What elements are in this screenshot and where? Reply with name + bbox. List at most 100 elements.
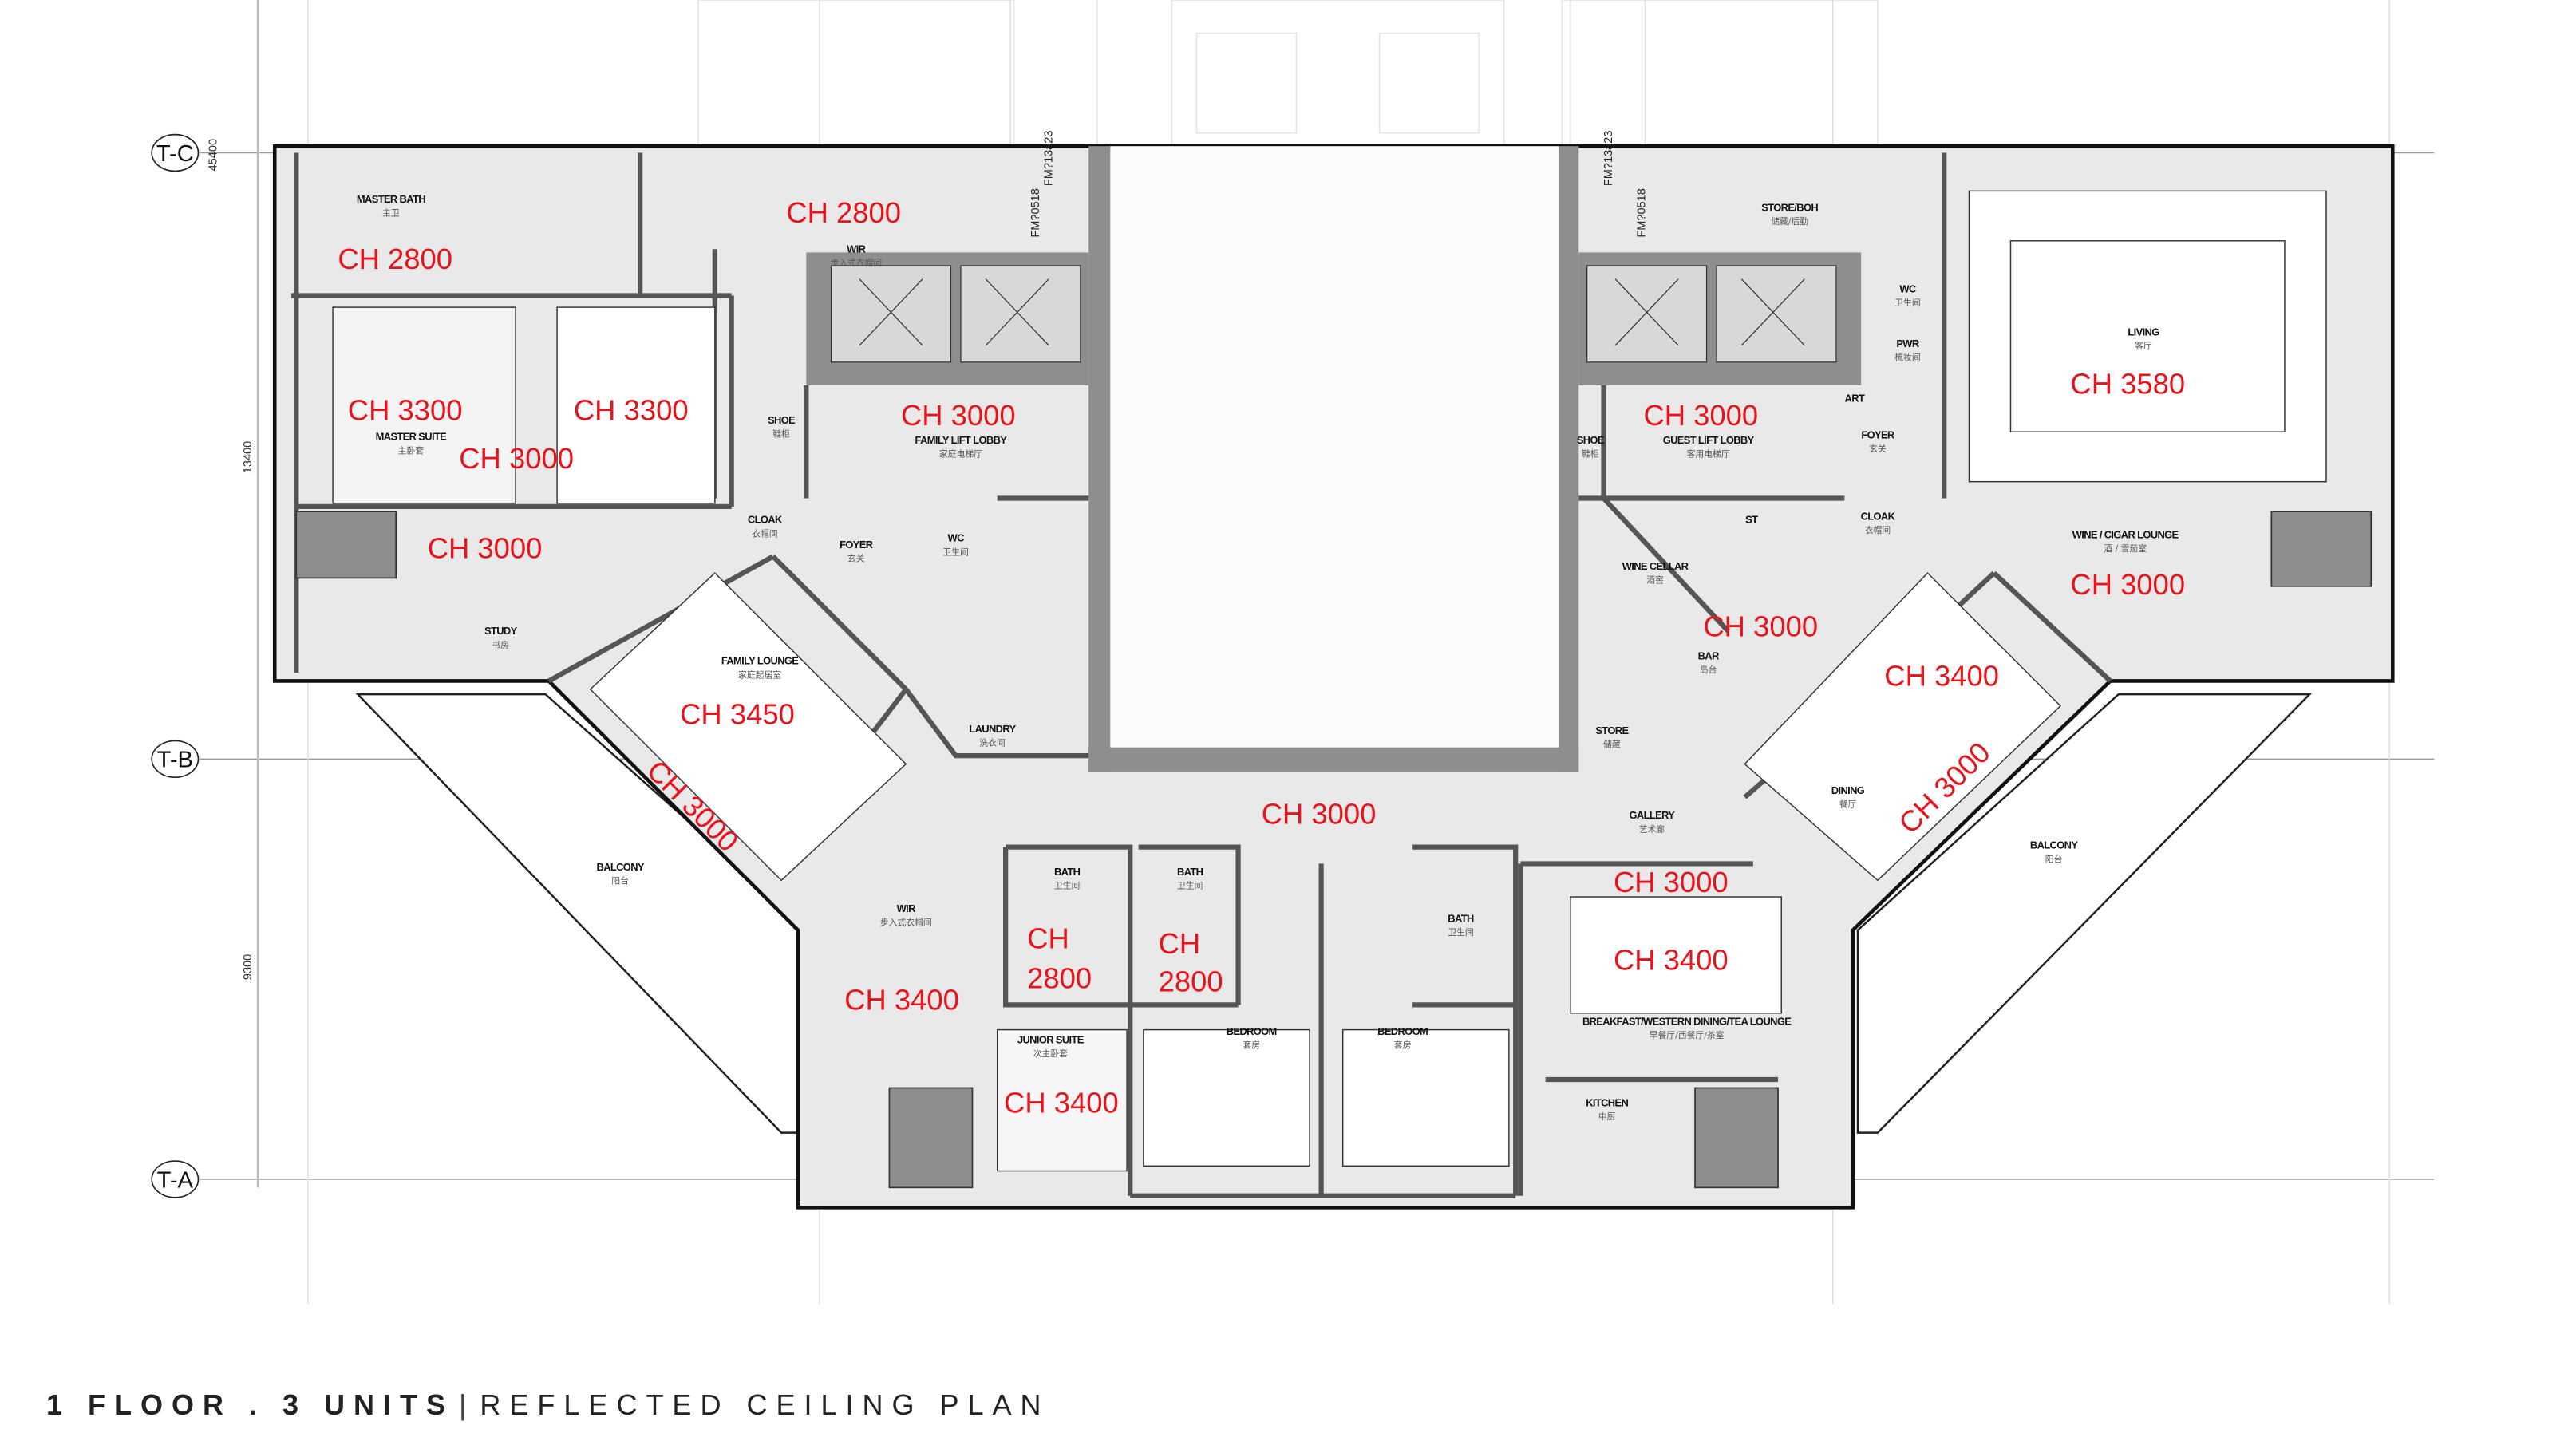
ceiling-height-label: CH 3000 — [459, 442, 574, 475]
room-name-cn: 岛台 — [1700, 664, 1717, 675]
room-name: LIVING — [2128, 326, 2159, 338]
room-name: STORE/BOH — [1761, 201, 1818, 213]
drawing-title: 1 FLOOR . 3 UNITS|REFLECTED CEILING PLAN — [46, 1388, 1050, 1422]
room-name: STUDY — [484, 625, 518, 637]
title-main: 1 FLOOR . 3 UNITS — [46, 1388, 455, 1421]
room-name: WINE CELLAR — [1622, 560, 1689, 572]
room-name: WINE / CIGAR LOUNGE — [2072, 528, 2179, 540]
room-name: PWR — [1896, 338, 1920, 349]
room-name: BALCONY — [597, 861, 645, 873]
ceiling-height-label: CH 3400 — [1004, 1087, 1119, 1119]
room-name-cn: 鞋柜 — [772, 428, 790, 439]
room-name: ART — [1845, 393, 1865, 405]
ceiling-height-label: CH 3000 — [901, 399, 1016, 432]
title-subtitle: REFLECTED CEILING PLAN — [480, 1388, 1050, 1421]
room-name: JUNIOR SUITE — [1017, 1033, 1085, 1045]
room-name-cn: 艺术廊 — [1639, 823, 1665, 835]
ceiling-height-label: CH 3000 — [1614, 866, 1729, 898]
room-name-cn: 客厅 — [2135, 340, 2152, 351]
room-name-cn: 卫生间 — [1448, 926, 1473, 938]
room-name-cn: 衣帽间 — [1865, 524, 1891, 535]
axis-label-t-b: T-B — [157, 748, 193, 773]
room-name-cn: 玄关 — [1869, 443, 1887, 454]
room-name-cn: 阳台 — [611, 875, 629, 886]
ceiling-coffers — [332, 190, 2327, 1172]
central-void — [1110, 146, 1559, 748]
ceiling-height-label: CH 3000 — [1262, 797, 1377, 830]
room-name: WIR — [847, 243, 866, 255]
room-name: BATH — [1177, 866, 1203, 878]
room-name: MASTER BATH — [357, 193, 425, 205]
room-name-cn: 早餐厅/西餐厅/茶室 — [1650, 1029, 1725, 1040]
axis-label-t-c: T-C — [156, 141, 194, 167]
room-name: KITCHEN — [1586, 1096, 1628, 1108]
room-name: ST — [1745, 514, 1758, 526]
fm-tags: FM?0518 FM?13a23 FM?0518 FM?13a23 — [1029, 131, 1649, 238]
elevators — [830, 265, 1837, 363]
room-name: SHOE — [768, 414, 796, 426]
room-name-cn: 酒 / 雪茄室 — [2104, 543, 2147, 554]
room-name-cn: 次主卧套 — [1033, 1048, 1068, 1059]
room-name-cn: 步入式衣帽间 — [880, 916, 932, 927]
room-name: CLOAK — [748, 514, 783, 526]
room-name-cn: 卫生间 — [1177, 880, 1203, 891]
room-name: BREAKFAST/WESTERN DINING/TEA LOUNGE — [1582, 1015, 1792, 1027]
room-name: BALCONY — [2030, 839, 2078, 851]
room-name: STORE — [1595, 724, 1629, 736]
ceiling-height-label: CH 3400 — [1614, 944, 1729, 977]
room-name-cn: 衣帽间 — [752, 527, 777, 539]
ceiling-height-label: CH 3000 — [1643, 399, 1758, 432]
room-name-cn: 酒窖 — [1646, 574, 1664, 586]
room-name-cn: 阳台 — [2045, 853, 2063, 864]
room-name: MASTER SUITE — [376, 431, 448, 443]
room-name-cn: 家庭起居室 — [738, 669, 781, 680]
ceiling-height-label: CH 3450 — [680, 698, 795, 731]
room-name-cn: 主卧套 — [398, 445, 425, 456]
room-name: BEDROOM — [1377, 1025, 1428, 1037]
title-separator: | — [459, 1388, 476, 1421]
grid-axis-bubbles: T-C T-B T-A — [151, 133, 200, 1198]
fm-tag: FM?0518 — [1029, 188, 1042, 238]
room-name-cn: 中厨 — [1598, 1111, 1616, 1122]
room-name: GALLERY — [1629, 809, 1675, 821]
room-name-cn: 步入式衣帽间 — [830, 257, 882, 268]
room-name: BATH — [1054, 866, 1081, 878]
ceiling-height-label: CH 2800 — [338, 243, 452, 275]
ceiling-height-label: CH 3300 — [348, 394, 463, 427]
room-name: BAR — [1698, 649, 1720, 661]
room-name: WC — [948, 532, 965, 544]
room-name-cn: 书房 — [492, 640, 509, 650]
ceiling-height-label: CH 3000 — [2070, 568, 2185, 601]
fm-tag: FM?13a23 — [1602, 131, 1615, 187]
room-name: FOYER — [1861, 429, 1895, 441]
room-name-cn: 套房 — [1394, 1040, 1412, 1050]
ceiling-height-label: CH 3580 — [2070, 367, 2185, 400]
room-name: FAMILY LIFT LOBBY — [915, 434, 1008, 446]
room-name-cn: 套房 — [1243, 1040, 1260, 1050]
room-name-cn: 梳妆间 — [1894, 352, 1920, 363]
dimension-labels: 45400 13400 9300 — [207, 139, 255, 980]
room-name-cn: 储藏/后勤 — [1771, 215, 1808, 227]
room-name-cn: 洗衣间 — [979, 737, 1005, 748]
room-name: DINING — [1831, 784, 1865, 796]
fm-tag: FM?0518 — [1636, 188, 1649, 238]
ceiling-height-label: CH 3000 — [1703, 610, 1818, 642]
ceiling-height-label: 2800 — [1027, 962, 1092, 995]
room-name: SHOE — [1577, 434, 1605, 446]
room-name: FOYER — [840, 539, 874, 551]
ceiling-height-label: 2800 — [1159, 965, 1223, 998]
room-name: WC — [1899, 282, 1916, 294]
room-name-cn: 卫生间 — [942, 546, 968, 557]
room-name: LAUNDRY — [969, 723, 1016, 735]
room-name-cn: 餐厅 — [1839, 799, 1857, 810]
room-name-cn: 客用电梯厅 — [1687, 448, 1730, 459]
fm-tag: FM?13a23 — [1042, 131, 1055, 187]
room-name-cn: 卫生间 — [1894, 297, 1920, 308]
ceiling-height-label: CH 3400 — [1884, 660, 1999, 693]
columns — [295, 511, 2373, 1189]
ceiling-height-label: CH 3400 — [844, 984, 959, 1017]
room-name-cn: 鞋柜 — [1582, 448, 1599, 459]
dimension-lower: 9300 — [242, 954, 255, 980]
